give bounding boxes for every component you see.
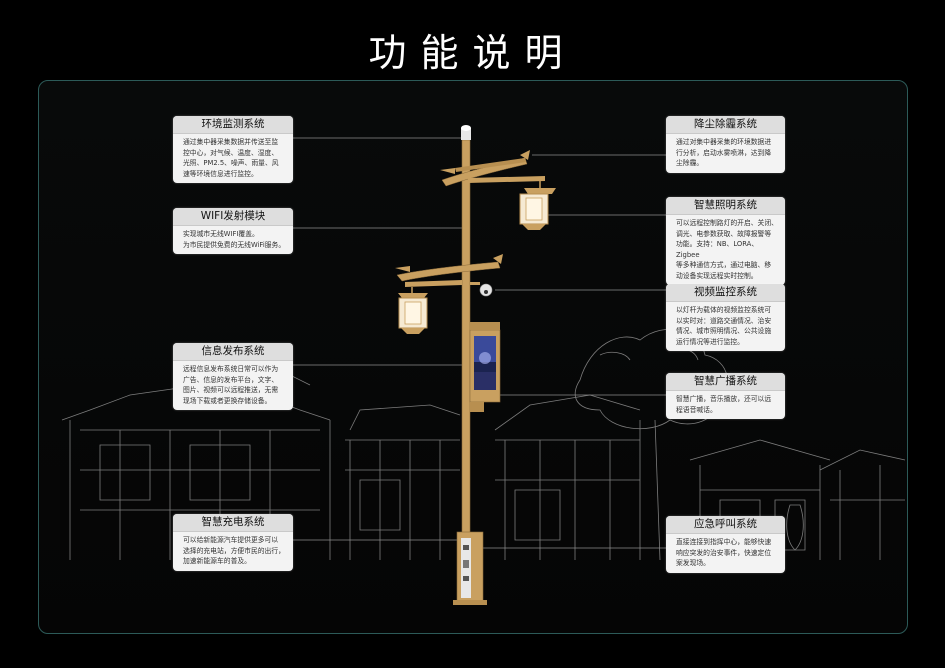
card-body: 直接连接到指挥中心，能够快速 响应突发的治安事件，快速定位 案发现场。 <box>676 538 772 567</box>
card-title: 信息发布系统 <box>173 343 293 361</box>
card-info-release: 信息发布系统 远程信息发布系统日常可以作为 广告、信息的发布平台，文字、 图片、… <box>173 343 293 410</box>
card-body: 远程信息发布系统日常可以作为 广告、信息的发布平台，文字、 图片、视频可以远程推… <box>183 365 279 405</box>
card-title: WIFI发射模块 <box>173 208 293 226</box>
card-title: 降尘除霾系统 <box>666 116 785 134</box>
card-smart-broadcast: 智慧广播系统 智慧广播，音乐播放，还可以远 程语音喊话。 <box>666 373 785 419</box>
sensor-cap <box>461 125 471 131</box>
lantern-icon <box>398 293 428 334</box>
card-body: 可以给新能源汽车提供更多可以 选择的充电站，方便市民的出行， 加速新能源车的普及… <box>183 536 285 565</box>
upper-arm <box>441 157 528 187</box>
card-title: 环境监测系统 <box>173 116 293 134</box>
card-title: 智慧照明系统 <box>666 197 785 215</box>
card-body: 通过对集中器采集的环境数据进 行分析，启动水雾喷淋，达到降 尘除霾。 <box>676 138 772 167</box>
leader-lines <box>293 137 666 549</box>
pole-base-cabinet <box>453 531 487 605</box>
card-body: 以灯杆为载体的视频监控系统可 以实时对：道路交通情况、治安 情况、城市照明情况、… <box>676 306 772 346</box>
card-title: 智慧充电系统 <box>173 514 293 532</box>
environment-sensor-icon <box>461 128 471 140</box>
card-body: 实现城市无线WIFI覆盖。 为市民提供免费的无线WiFi服务。 <box>183 230 286 249</box>
pole-shaft <box>461 139 471 541</box>
card-title: 应急呼叫系统 <box>666 516 785 534</box>
card-body: 可以远程控制路灯的开启、关闭、 调光、电参数获取、故障报警等 功能。支持：NB、… <box>676 219 778 280</box>
camera-icon <box>470 282 493 297</box>
speaker-icon <box>470 402 484 412</box>
smart-lamp-pole <box>395 125 556 605</box>
lantern-icon <box>519 188 556 230</box>
card-wifi-module: WIFI发射模块 实现城市无线WIFI覆盖。 为市民提供免费的无线WiFi服务。 <box>173 208 293 254</box>
card-dust-haze-removal: 降尘除霾系统 通过对集中器采集的环境数据进 行分析，启动水雾喷淋，达到降 尘除霾… <box>666 116 785 173</box>
card-smart-charging: 智慧充电系统 可以给新能源汽车提供更多可以 选择的充电站，方便市民的出行， 加速… <box>173 514 293 571</box>
card-environment-monitoring: 环境监测系统 通过集中器采集数据并传送至监 控中心，对气候、温度、湿度、 光照、… <box>173 116 293 183</box>
lower-arm <box>396 261 501 282</box>
page-title: 功能说明 <box>368 31 577 75</box>
card-emergency-call: 应急呼叫系统 直接连接到指挥中心，能够快速 响应突发的治安事件，快速定位 案发现… <box>666 516 785 573</box>
info-display-screen <box>469 322 501 403</box>
card-title: 视频监控系统 <box>666 284 785 302</box>
card-body: 通过集中器采集数据并传送至监 控中心，对气候、温度、湿度、 光照、PM2.5、噪… <box>183 138 279 178</box>
card-video-surveillance: 视频监控系统 以灯杆为载体的视频监控系统可 以实时对：道路交通情况、治安 情况、… <box>666 284 785 351</box>
card-title: 智慧广播系统 <box>666 373 785 391</box>
card-body: 智慧广播，音乐播放，还可以远 程语音喊话。 <box>676 395 772 414</box>
card-smart-lighting: 智慧照明系统 可以远程控制路灯的开启、关闭、 调光、电参数获取、故障报警等 功能… <box>666 197 785 285</box>
